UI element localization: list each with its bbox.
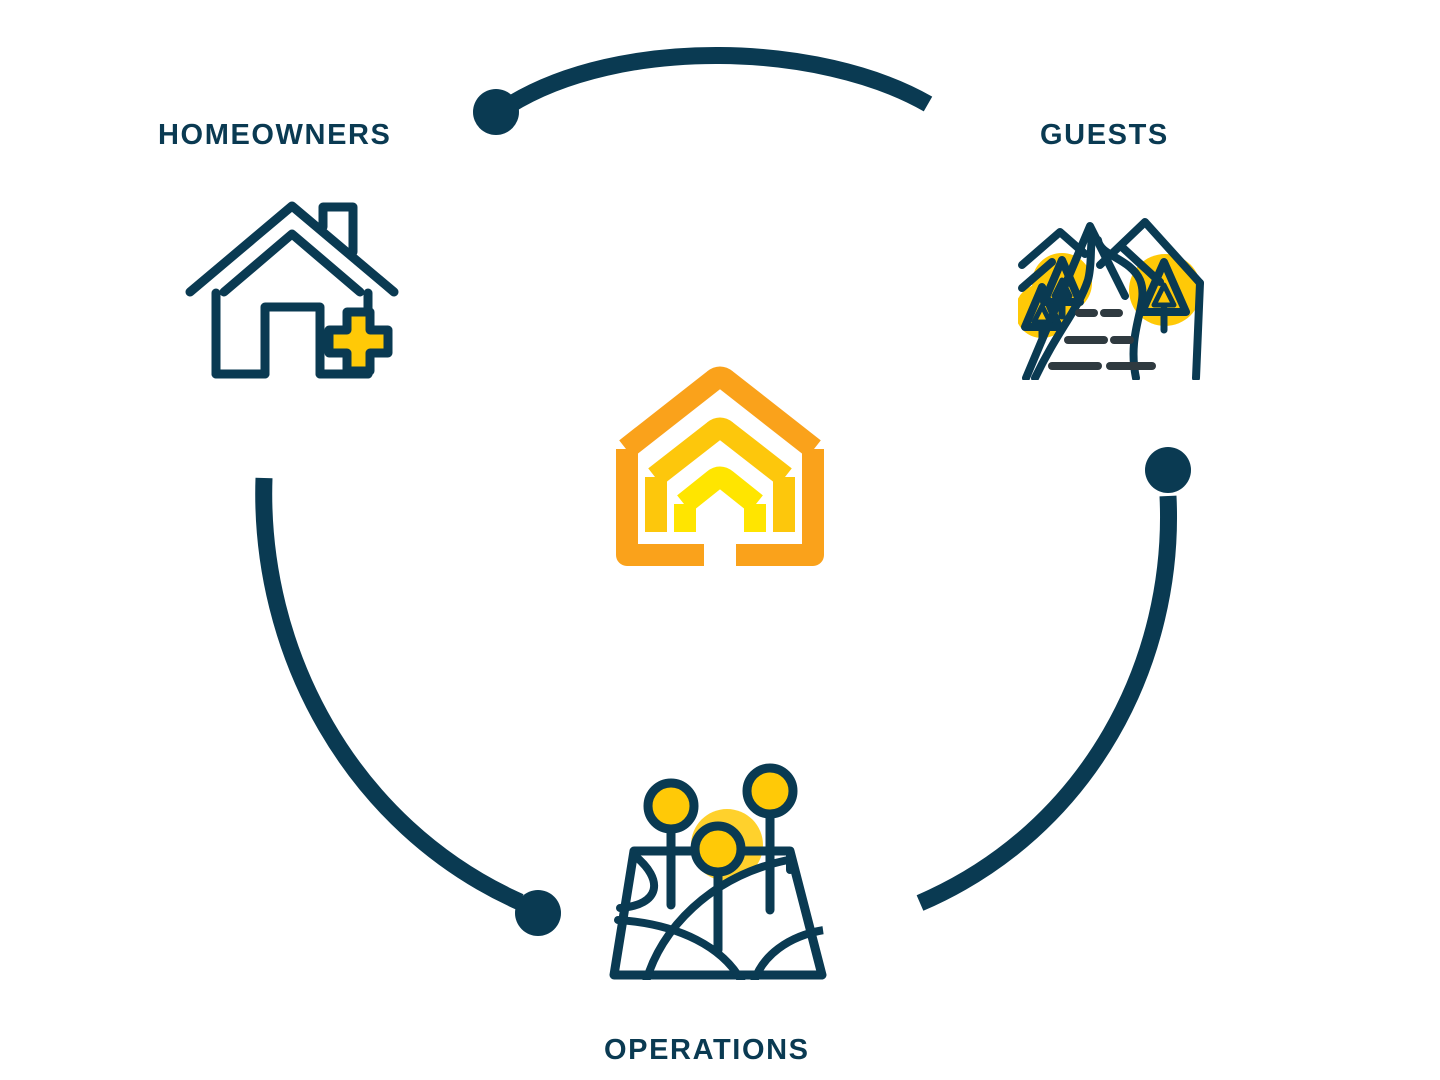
arc-path-right [916, 495, 1178, 911]
connector-arcs [255, 47, 1191, 936]
arc-dot-operations [515, 890, 561, 936]
map-roads [614, 851, 828, 980]
logo-outer-right-leg [736, 449, 824, 566]
arc-operations-to-homeowners [255, 477, 561, 936]
pine-tree-right [1138, 258, 1190, 334]
map-road-right [750, 926, 828, 980]
map-road-diagonal [642, 856, 792, 980]
node-label-guests: GUESTS [1040, 119, 1169, 151]
pine-tree-upper-left [1040, 256, 1084, 320]
mountain-ridge-left-lower [1018, 258, 1056, 292]
house-roof-outer [185, 201, 399, 297]
road-edge-left [1031, 234, 1096, 380]
mountain-road-trees-icon [1018, 218, 1204, 380]
house-chimney [318, 202, 358, 257]
map-pin-right [742, 763, 798, 915]
arc-dot-guests [1145, 447, 1191, 493]
node-label-homeowners: HOMEOWNERS [158, 119, 392, 151]
pine-tree-lower-left [1021, 283, 1063, 345]
mountain-ridge-left-small [1018, 228, 1089, 269]
house-plus-icon [185, 201, 399, 379]
map-pin-left [643, 778, 699, 910]
node-label-operations: OPERATIONS [604, 1034, 810, 1066]
map-pins-icon [609, 763, 828, 980]
house-plus-badge [324, 307, 393, 376]
map-pin-right-head [742, 763, 798, 819]
nested-house-logo [616, 366, 824, 566]
logo-outer-chevron [619, 366, 821, 458]
arc-dot-homeowners [473, 89, 519, 135]
arc-guests-to-operations [916, 447, 1191, 911]
house-door [260, 302, 325, 379]
logo-outer-left-leg [616, 449, 704, 566]
map-pin-middle-head [690, 821, 746, 877]
map-road-upper-left [616, 851, 659, 912]
logo-inner-chevron [677, 466, 763, 513]
map-pin-left-head [643, 778, 699, 834]
road-edge-right [1094, 236, 1147, 380]
arc-path-top [503, 47, 933, 114]
arc-homeowners-to-guests [473, 47, 933, 135]
mountain-peak-right [1096, 218, 1204, 287]
logo-middle-chevron [648, 417, 792, 486]
map-road-lower-left [614, 916, 746, 980]
arc-path-left [255, 477, 524, 910]
mountain-slope-far-right [1192, 279, 1204, 380]
map-pin-middle [690, 821, 746, 955]
house-roof-inner [219, 229, 365, 297]
